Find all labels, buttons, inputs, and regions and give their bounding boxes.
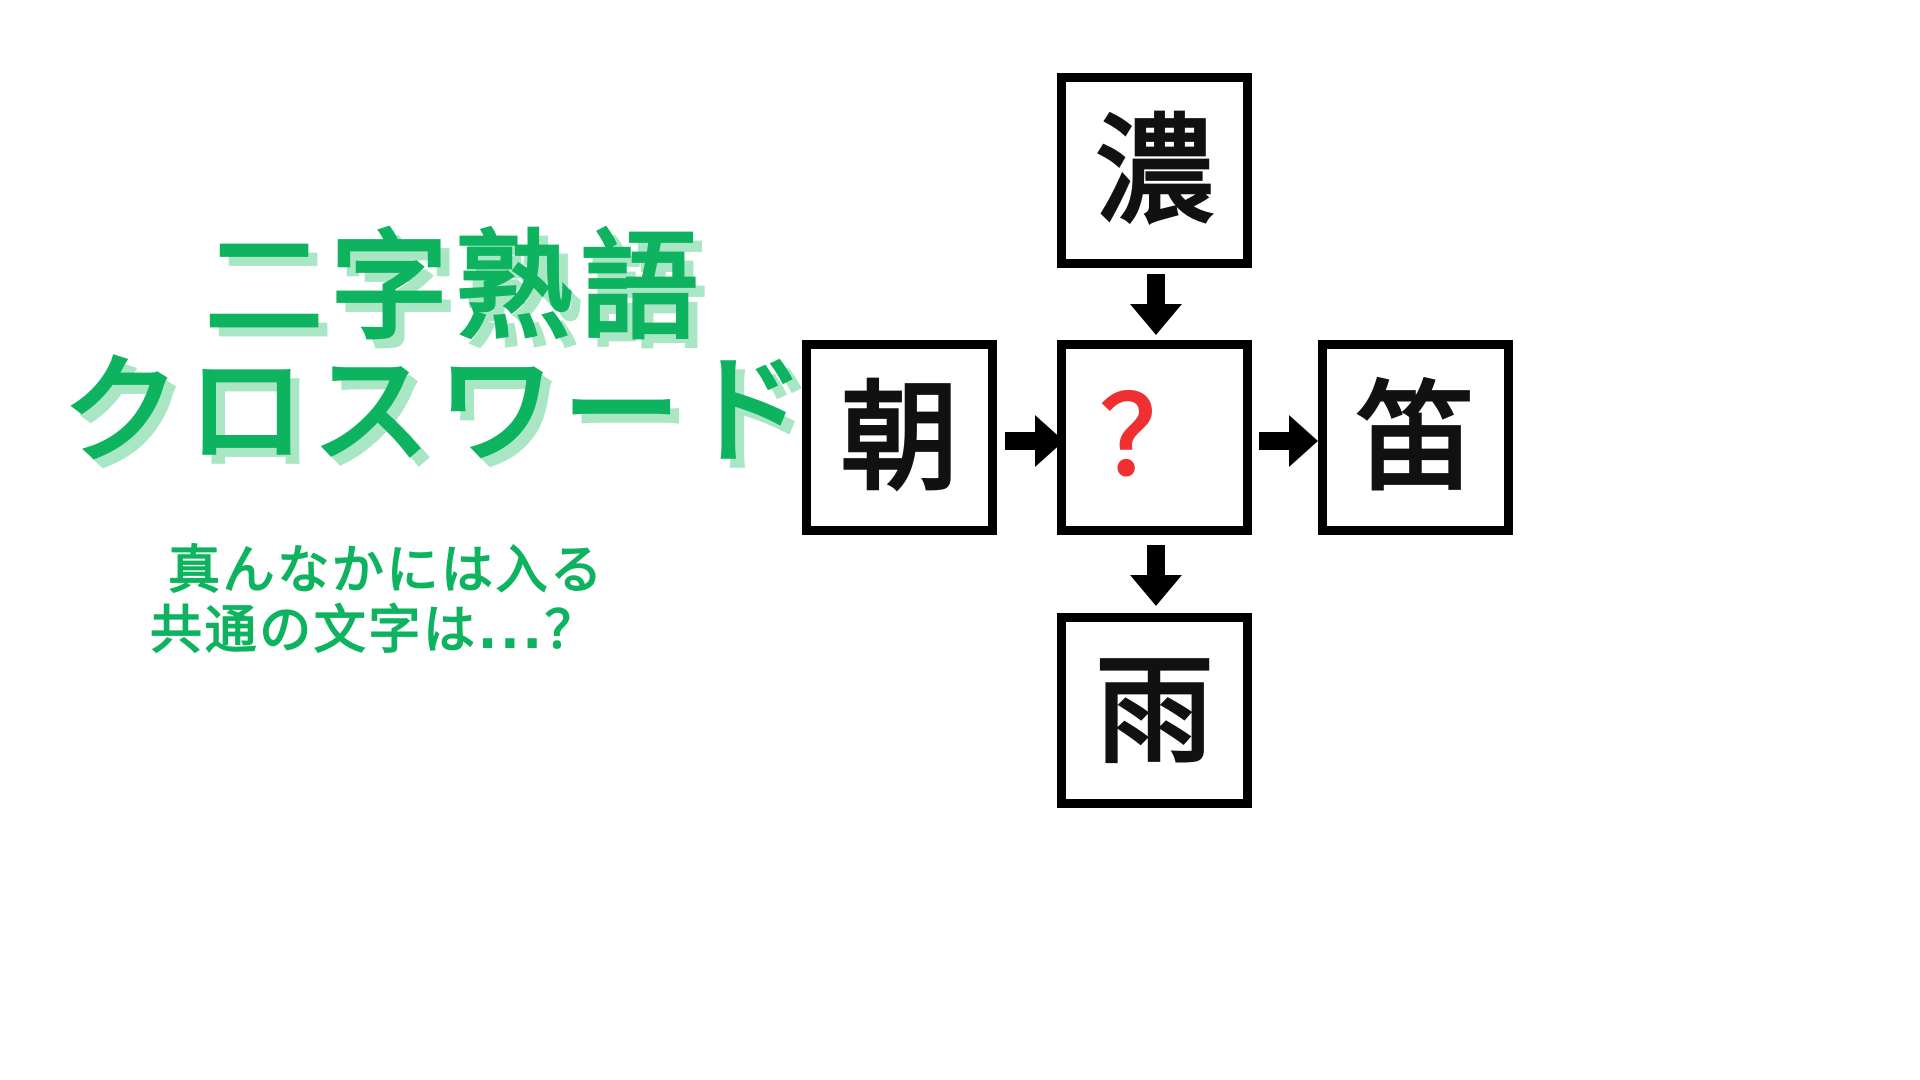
puzzle-cell-center-label: ？	[1100, 374, 1209, 500]
puzzle-cell-center-unknown[interactable]: ？	[1057, 340, 1252, 535]
title-panel: 二字熟語 クロスワード 真んなかには入る 共通の文字は...？	[62, 218, 813, 661]
crossword-diagram: 濃 朝 ？ 笛	[802, 0, 1920, 1080]
puzzle-cell-right-label: 笛	[1356, 368, 1475, 507]
arrow-down-icon	[1128, 545, 1184, 607]
arrow-down-icon	[1128, 274, 1184, 336]
arrow-right-icon	[1005, 413, 1065, 469]
puzzle-cell-bottom[interactable]: 雨	[1057, 613, 1252, 808]
arrow-right-icon	[1259, 413, 1319, 469]
puzzle-cell-top[interactable]: 濃	[1057, 73, 1252, 268]
puzzle-cell-right[interactable]: 笛	[1318, 340, 1513, 535]
puzzle-cell-left-label: 朝	[840, 368, 959, 507]
page-title-line-1: 二字熟語	[205, 218, 706, 356]
puzzle-cell-bottom-label: 雨	[1095, 641, 1214, 780]
puzzle-cell-left[interactable]: 朝	[802, 340, 997, 535]
page-title-line-2: クロスワード	[62, 342, 813, 480]
puzzle-cell-top-label: 濃	[1095, 101, 1214, 240]
page-subtitle-line-1: 真んなかには入る	[168, 541, 605, 601]
page-subtitle-line-2: 共通の文字は...？	[150, 601, 600, 661]
